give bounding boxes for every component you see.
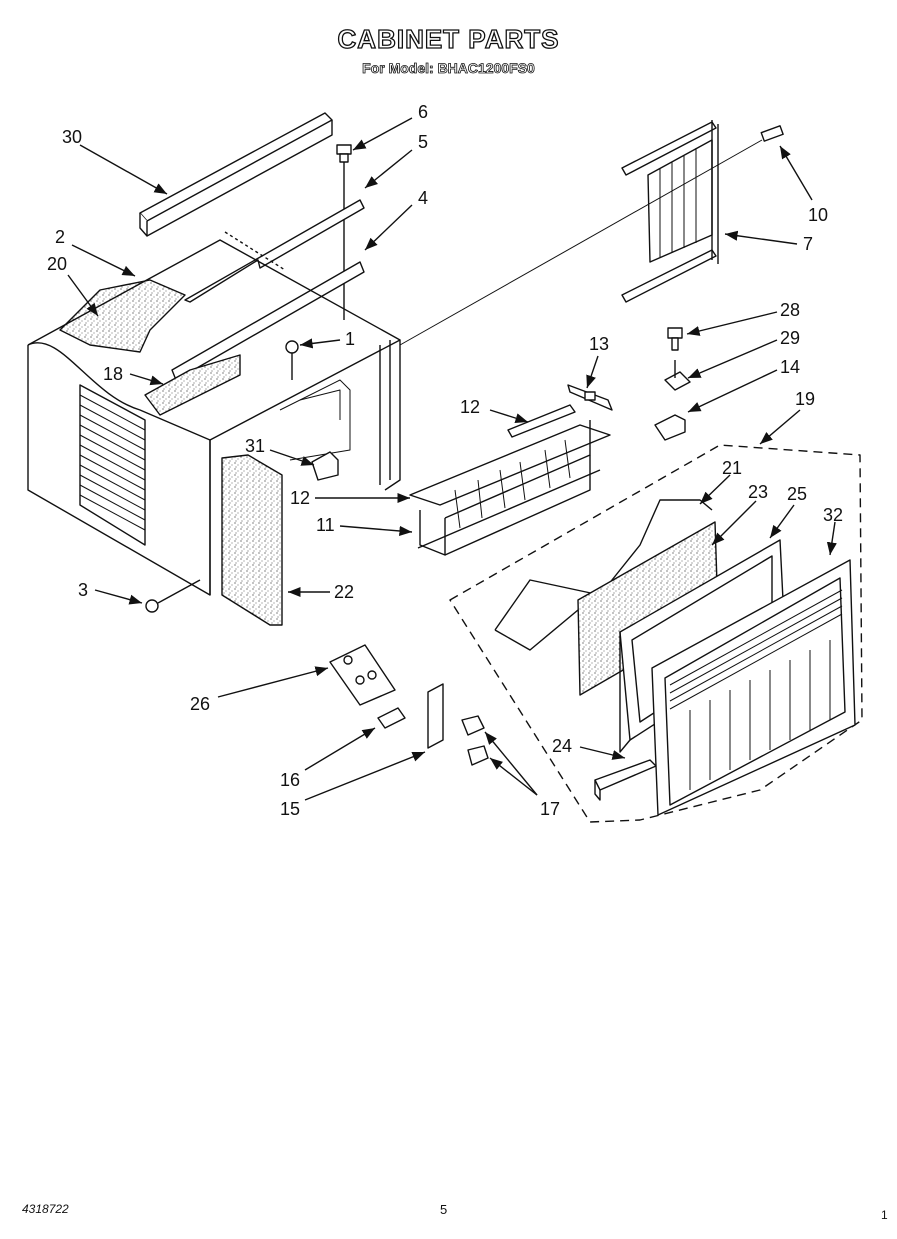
part-31-bracket bbox=[311, 451, 339, 481]
callout-14: 14 bbox=[780, 357, 800, 377]
part-13-bracket bbox=[567, 384, 613, 411]
part-26-bracket bbox=[329, 644, 396, 706]
part-30-top-rail bbox=[139, 112, 333, 237]
page-number: 5 bbox=[440, 1202, 448, 1217]
part-15-plate bbox=[427, 683, 444, 749]
callout-1: 1 bbox=[345, 329, 355, 349]
callout-28: 28 bbox=[780, 300, 800, 320]
callout-18: 18 bbox=[103, 364, 123, 384]
part-4-strip bbox=[171, 261, 365, 381]
document-number: 4318722 bbox=[22, 1202, 69, 1216]
part-3-screw bbox=[145, 579, 201, 613]
callout-19: 19 bbox=[795, 389, 815, 409]
part-32-front-grille bbox=[651, 559, 856, 816]
part-24-bar bbox=[594, 759, 657, 801]
callout-32: 32 bbox=[823, 505, 843, 525]
callout-12-upper: 12 bbox=[460, 397, 480, 417]
part-10-screw bbox=[399, 125, 784, 346]
corner-mark: 1 bbox=[881, 1208, 888, 1222]
callout-26: 26 bbox=[190, 694, 210, 714]
model-subtitle: For Model: BHAC1200FS0 bbox=[362, 60, 536, 77]
callout-4: 4 bbox=[418, 188, 428, 208]
part-17-knobs bbox=[461, 715, 489, 766]
callout-17: 17 bbox=[540, 799, 560, 819]
part-6-screw bbox=[336, 144, 352, 320]
callout-23: 23 bbox=[748, 482, 768, 502]
callout-10: 10 bbox=[808, 205, 828, 225]
callout-12-lower: 12 bbox=[290, 488, 310, 508]
callout-13: 13 bbox=[589, 334, 609, 354]
part-5-strip bbox=[184, 199, 365, 303]
callout-30: 30 bbox=[62, 127, 82, 147]
part-14-bracket bbox=[654, 414, 686, 441]
callout-5: 5 bbox=[418, 132, 428, 152]
callout-31: 31 bbox=[245, 436, 265, 456]
callout-16: 16 bbox=[280, 770, 300, 790]
callout-22: 22 bbox=[334, 582, 354, 602]
callout-3: 3 bbox=[78, 580, 88, 600]
part-16-block bbox=[377, 707, 406, 729]
page-title: CABINET PARTS bbox=[337, 23, 560, 54]
part-18-insulation bbox=[144, 354, 241, 416]
callout-15: 15 bbox=[280, 799, 300, 819]
callout-21: 21 bbox=[722, 458, 742, 478]
part-19-front-group-outline bbox=[449, 444, 863, 823]
callout-7: 7 bbox=[803, 234, 813, 254]
part-1-clip bbox=[285, 340, 299, 380]
callout-29: 29 bbox=[780, 328, 800, 348]
part-22-side-insulation bbox=[221, 454, 283, 626]
part-20-top-insulation bbox=[59, 231, 286, 353]
callout-2: 2 bbox=[55, 227, 65, 247]
callout-20: 20 bbox=[47, 254, 67, 274]
part-28-screw bbox=[667, 327, 683, 351]
part-29-clip bbox=[664, 360, 691, 391]
callout-6: 6 bbox=[418, 102, 428, 122]
callout-11: 11 bbox=[316, 515, 335, 535]
part-11-12-duct-assembly bbox=[409, 404, 611, 556]
callout-25: 25 bbox=[787, 484, 807, 504]
cabinet-body bbox=[27, 239, 401, 596]
callout-24: 24 bbox=[552, 736, 572, 756]
part-7-side-curtain bbox=[621, 120, 719, 303]
